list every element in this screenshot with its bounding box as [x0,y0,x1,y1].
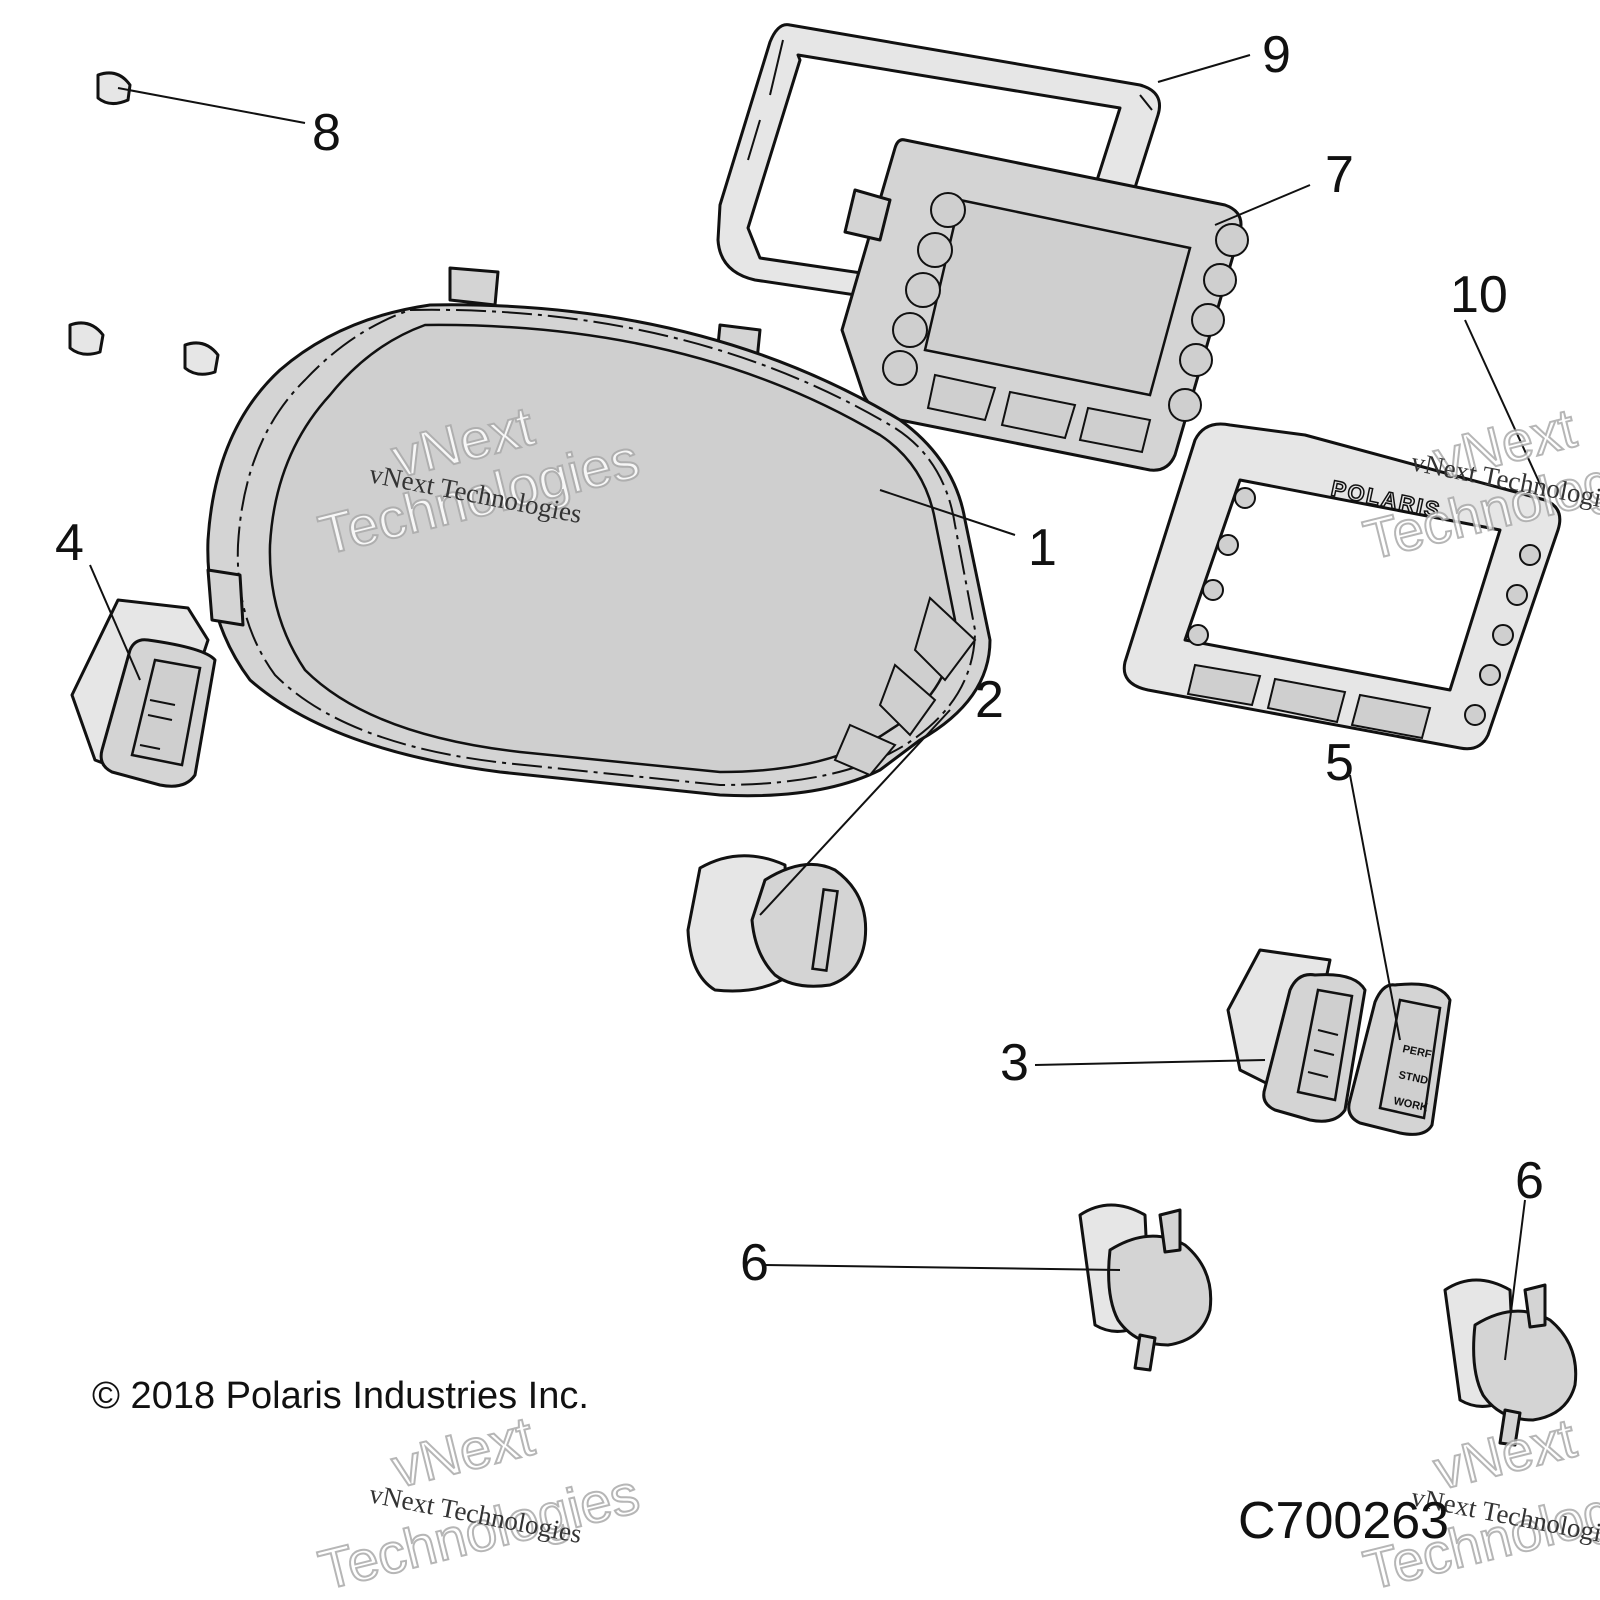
callouts: 8 9 7 10 1 4 2 5 3 6 6 [55,26,1544,1292]
callout-3: 3 [1000,1034,1029,1092]
callout-6b: 6 [1515,1152,1544,1210]
part-screws [68,71,220,376]
callout-5: 5 [1325,734,1354,792]
part-display-gauge [840,138,1249,472]
copyright-notice: © 2018 Polaris Industries Inc. [92,1375,589,1417]
callout-10: 10 [1450,266,1508,324]
callout-6a: 6 [740,1234,769,1292]
callout-8: 8 [312,104,341,162]
callout-2: 2 [975,671,1004,729]
callout-1: 1 [1028,519,1057,577]
leader-lines [89,54,1546,1361]
part-rocker-switch-4 [70,598,217,788]
callout-9: 9 [1262,26,1291,84]
part-indicator-light-a [1078,1203,1213,1372]
part-console-bezel: POLARIS [1122,422,1562,751]
gauge-buttons-right [1168,223,1249,422]
watermark-big-line2-c: Technologies [313,1461,645,1600]
gauge-buttons-left [882,192,966,386]
figure-id: C700263 [1238,1492,1449,1550]
part-switch-pair: PERF STND WORK [1226,948,1452,1136]
part-instrument-cluster [206,266,992,798]
part-indicator-light-b [1443,1278,1578,1447]
callout-4: 4 [55,514,84,572]
bezel-holes [1187,487,1541,726]
part-ignition-switch [686,854,868,993]
callout-7: 7 [1325,146,1354,204]
